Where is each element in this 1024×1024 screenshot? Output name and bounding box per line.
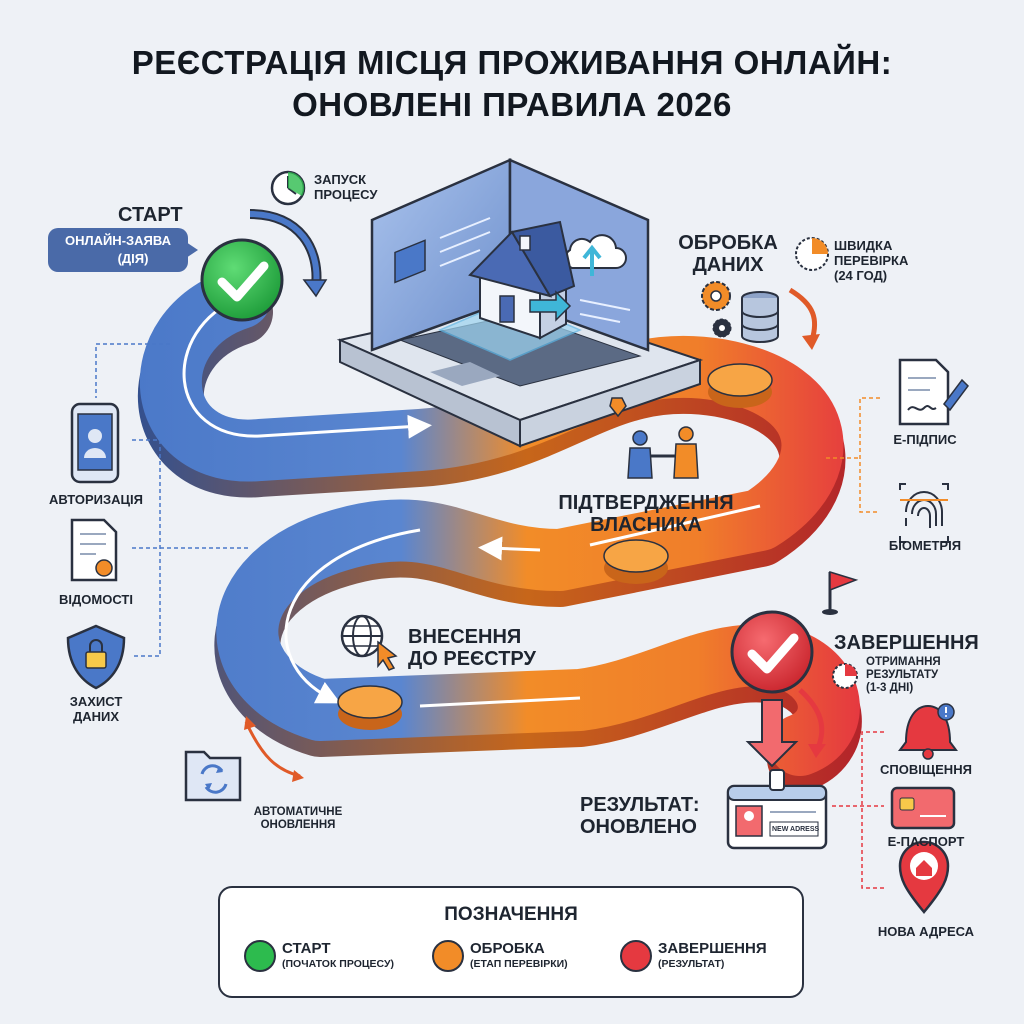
processing-label-line1: ОБРОБКА [678,232,778,254]
legend-start-label: СТАРТ [282,940,331,957]
start-check-icon [200,238,284,322]
start-label: СТАРТ [118,204,183,226]
legend-item-processing: ОБРОБКА (ЕТАП ПЕРЕВІРКИ) [432,940,568,972]
badge-icon [609,397,627,418]
auto-update-arrow [244,721,301,778]
owner-confirm-line1: ПІДТВЕРДЖЕННЯ [558,492,734,514]
registry-line2: ДО РЕЄСТРУ [408,648,536,670]
right-connectors [826,397,880,513]
quick-check-line3: (24 ГОД) [834,268,888,283]
completion-arrow [798,688,825,749]
phone-user-icon [70,402,120,484]
start-bubble-line1: ОНЛАЙН-ЗАЯВА [64,233,172,248]
handshake-icon [627,426,699,479]
data-protection-line2: ДАНИХ [72,709,120,724]
launch-label-line2: ПРОЦЕСУ [314,187,378,202]
registry-label: ВНЕСЕННЯ ДО РЕЄСТРУ [408,626,536,670]
process-track [139,267,860,776]
folder-sync-icon [184,750,242,802]
legend-completion-sub: (РЕЗУЛЬТАТ) [658,958,725,970]
gears-database-icon [701,281,779,343]
auto-update-label: АВТОМАТИЧНЕ ОНОВЛЕННЯ [228,806,368,832]
quick-check-label: ШВИДКА ПЕРЕВІРКА (24 ГОД) [834,238,908,283]
completion-check-icon [730,610,814,768]
legend-start-sub: (ПОЧАТОК ПРОЦЕСУ) [282,958,395,970]
legend-item-completion: ЗАВЕРШЕННЯ (РЕЗУЛЬТАТ) [620,940,767,972]
page-title-line1: РЕЄСТРАЦІЯ МІСЦЯ ПРОЖИВАННЯ ОНЛАЙН: [131,44,893,81]
completion-sub: ОТРИМАННЯ РЕЗУЛЬТАТУ (1-3 ДНІ) [866,656,941,695]
legend-title: ПОЗНАЧЕННЯ [444,904,578,925]
legend-dot-processing [432,940,464,972]
auto-update-line1: АВТОМАТИЧНЕ [253,806,343,818]
legend-dot-start [244,940,276,972]
completion-label: ЗАВЕРШЕННЯ [834,632,979,654]
legend-completion-label: ЗАВЕРШЕННЯ [658,940,767,957]
left-connectors [95,343,248,657]
track-stop-2 [603,539,669,584]
auto-update-line2: ОНОВЛЕННЯ [260,819,336,831]
legend-processing-label: ОБРОБКА [470,940,545,957]
result-label: РЕЗУЛЬТАТ: ОНОВЛЕНО [580,794,700,838]
launch-clock-icon [270,170,306,206]
card-icon [890,786,956,830]
id-card-icon [726,769,828,850]
completion-sub-line3: (1-3 ДНІ) [866,682,914,694]
legend-dot-completion [620,940,652,972]
details-label: ВІДОМОСТІ [59,592,133,607]
start-bubble: ОНЛАЙН-ЗАЯВА (ДІЯ) [48,228,198,272]
authorization-label: АВТОРИЗАЦІЯ [48,492,143,507]
shield-lock-icon [66,624,126,690]
owner-confirm-line2: ВЛАСНИКА [590,514,702,536]
e-passport-label: Е-ПАСПОРТ [887,834,965,849]
notification-label: СПОВІЩЕННЯ [880,762,972,777]
legend-item-start: СТАРТ (ПОЧАТОК ПРОЦЕСУ) [244,940,394,972]
data-protection-line1: ЗАХИСТ [69,694,123,709]
legend-processing-sub: (ЕТАП ПЕРЕВІРКИ) [470,958,568,970]
bell-icon [898,703,958,760]
processing-label-line2: ДАНИХ [692,254,764,276]
quick-check-clock-icon [795,237,829,271]
processing-label: ОБРОБКА ДАНИХ [666,232,790,276]
globe-cursor-icon [340,614,398,671]
launch-label-line1: ЗАПУСК [314,172,367,187]
result-line2: ОНОВЛЕНО [580,816,697,838]
legend: ПОЗНАЧЕННЯ СТАРТ (ПОЧАТОК ПРОЦЕСУ) ОБРОБ… [218,886,804,998]
completion-clock-icon [832,663,858,689]
flag-icon [822,570,859,615]
completion-sub-line2: РЕЗУЛЬТАТУ [866,669,939,681]
map-pin-home-icon [898,840,950,914]
data-protection-label: ЗАХИСТ ДАНИХ [30,694,162,724]
document-signature-icon [898,358,969,426]
registry-line1: ВНЕСЕННЯ [408,626,522,648]
fingerprint-icon [899,483,949,543]
track-stop-1 [707,363,773,408]
quick-check-line2: ПЕРЕВІРКА [834,253,909,268]
new-address-label: НОВА АДРЕСА [877,924,975,939]
e-signature-label: Е-ПІДПИС [893,432,957,447]
laptop-illustration [336,158,704,448]
completion-sub-line1: ОТРИМАННЯ [866,656,941,668]
start-bubble-line2: (ДІЯ) [117,251,149,266]
certificate-icon [70,518,118,582]
launch-label: ЗАПУСК ПРОЦЕСУ [314,172,377,202]
processing-arrow [788,287,818,341]
owner-confirm-label: ПІДТВЕРДЖЕННЯ ВЛАСНИКА [546,492,746,536]
track-stop-3 [337,685,403,730]
id-card-text: NEW ADRESS [772,826,820,833]
quick-check-line1: ШВИДКА [834,238,893,253]
page-title-line2: ОНОВЛЕНІ ПРАВИЛА 2026 [292,86,732,123]
result-connectors [832,731,884,889]
biometrics-label: БІОМЕТРІЯ [888,538,962,553]
result-line1: РЕЗУЛЬТАТ: [580,794,700,816]
